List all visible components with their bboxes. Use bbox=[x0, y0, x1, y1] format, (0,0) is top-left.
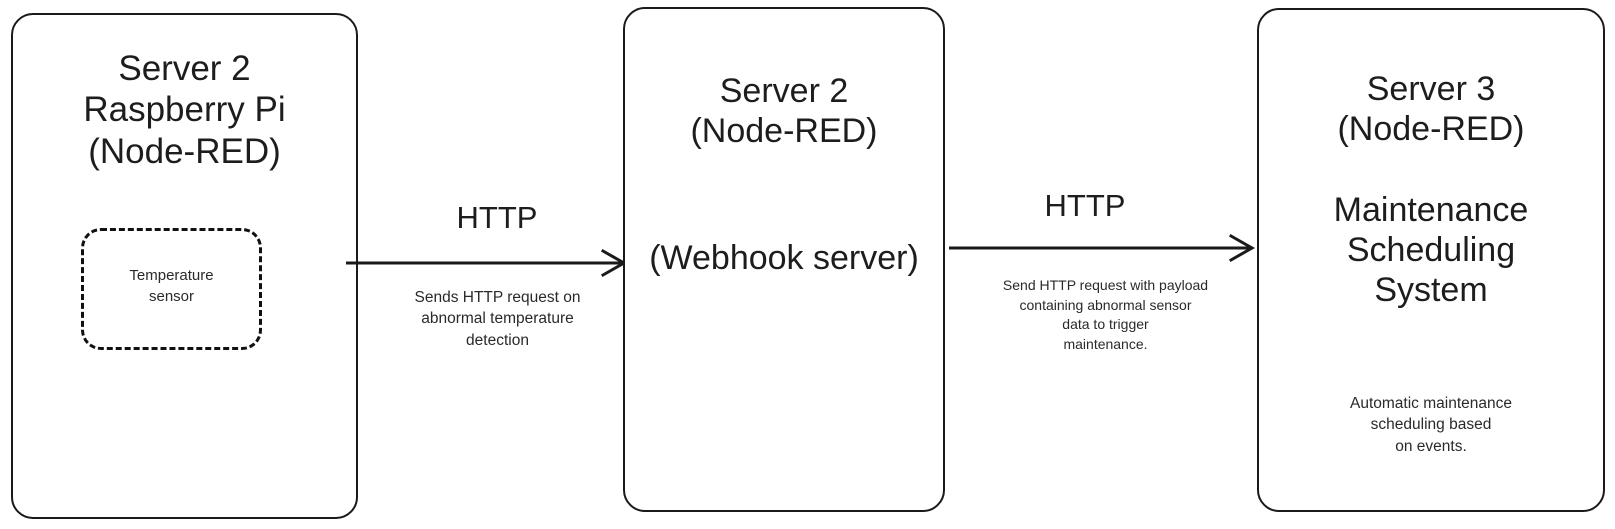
temperature-sensor-label: Temperature sensor bbox=[129, 267, 214, 305]
node-server3-maintenance-title: Server 3 (Node-RED) bbox=[1337, 70, 1525, 149]
edge-webhook-to-maintenance-caption: Send HTTP request with payload containin… bbox=[1002, 277, 1209, 352]
node-server2-webhook-title: Server 2 (Node-RED) bbox=[690, 72, 878, 151]
node-server3-maintenance[interactable] bbox=[1257, 8, 1605, 512]
node-server2-raspberry-pi-title: Server 2 Raspberry Pi (Node-RED) bbox=[83, 49, 286, 171]
node-server3-maintenance-caption: Automatic maintenance scheduling based o… bbox=[1350, 395, 1512, 455]
edge-rpi-to-webhook-protocol-label: HTTP bbox=[456, 200, 538, 235]
temperature-sensor-box[interactable] bbox=[81, 228, 262, 350]
node-server3-maintenance-subtitle: Maintenance Scheduling System bbox=[1333, 191, 1529, 310]
edge-rpi-to-webhook-caption: Sends HTTP request on abnormal temperatu… bbox=[414, 289, 581, 349]
node-server2-webhook[interactable] bbox=[623, 7, 945, 512]
edge-rpi-to-webhook-arrow bbox=[346, 248, 628, 278]
edge-webhook-to-maintenance-arrow bbox=[949, 233, 1256, 263]
node-server2-webhook-subtitle: (Webhook server) bbox=[649, 239, 919, 277]
edge-webhook-to-maintenance-protocol-label: HTTP bbox=[1044, 188, 1126, 223]
